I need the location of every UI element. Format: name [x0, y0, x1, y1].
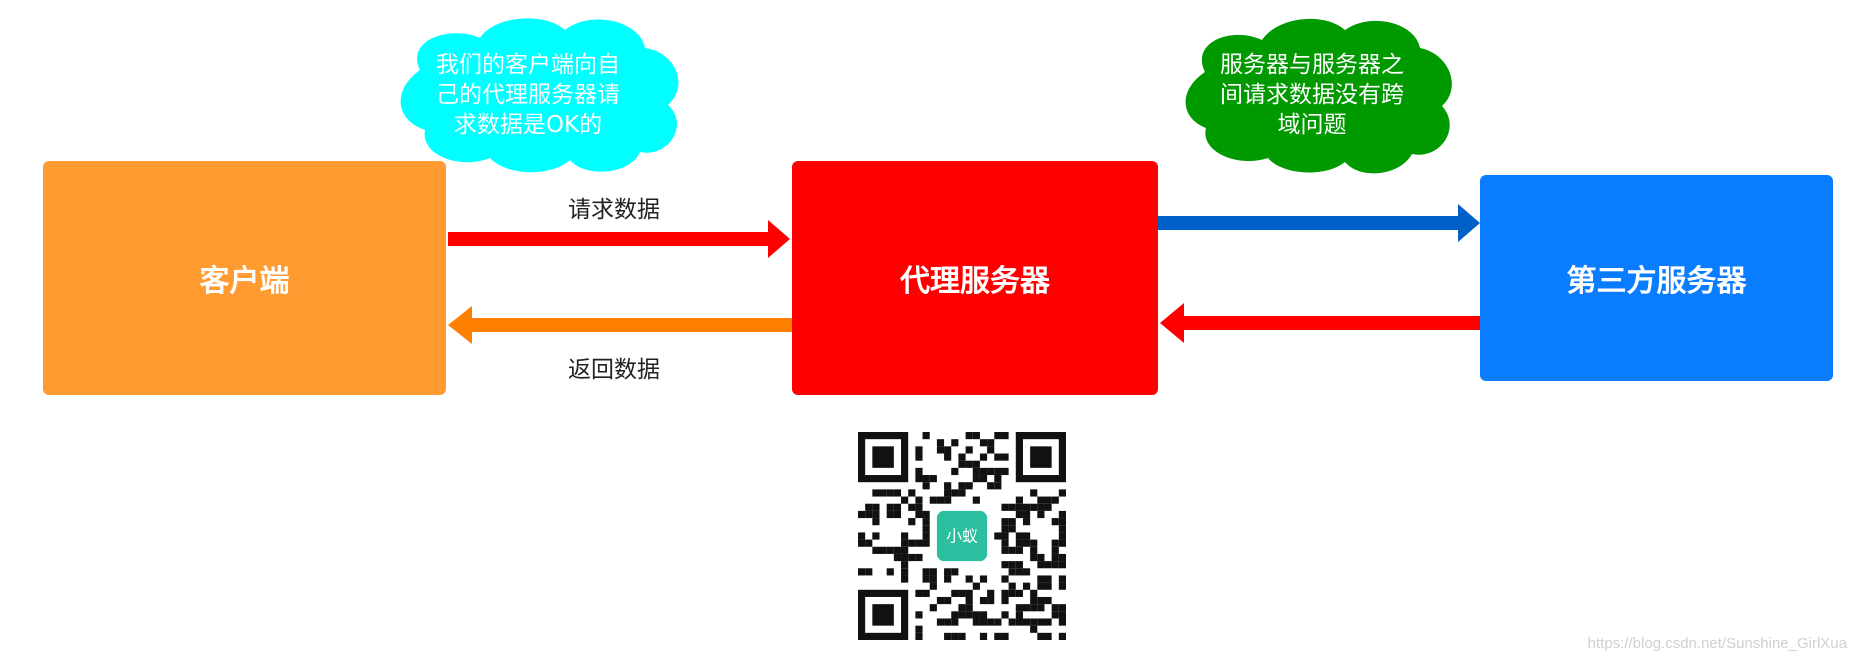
client-label: 客户端 [199, 264, 290, 299]
proxy-server-label: 代理服务器 [900, 264, 1050, 299]
qr-logo-text: 小蚁 [946, 527, 978, 546]
qr-code-image: 小蚁 [858, 432, 1066, 640]
return-data-label: 返回数据 [568, 357, 660, 383]
watermark-text: https://blog.csdn.net/Sunshine_GirlXua [1587, 635, 1847, 652]
request-data-label: 请求数据 [568, 197, 660, 223]
client-node: 客户端 [43, 161, 446, 395]
third-party-server-label: 第三方服务器 [1566, 264, 1747, 299]
note-cloud-left [400, 18, 679, 173]
qr-logo-badge [936, 510, 988, 562]
note-right-text: 服务器与服务器之 间请求数据没有跨 域问题 [1220, 52, 1404, 138]
proxy-server-node: 代理服务器 [792, 161, 1158, 395]
note-left-text: 我们的客户端向自 己的代理服务器请 求数据是OK的 [436, 52, 620, 138]
note-cloud-right [1185, 18, 1452, 174]
third-party-server-node: 第三方服务器 [1480, 175, 1833, 381]
arrow-return [448, 306, 792, 344]
arrow-request [448, 220, 790, 258]
arrow-forward [1158, 204, 1480, 242]
arrow-back [1160, 303, 1480, 343]
